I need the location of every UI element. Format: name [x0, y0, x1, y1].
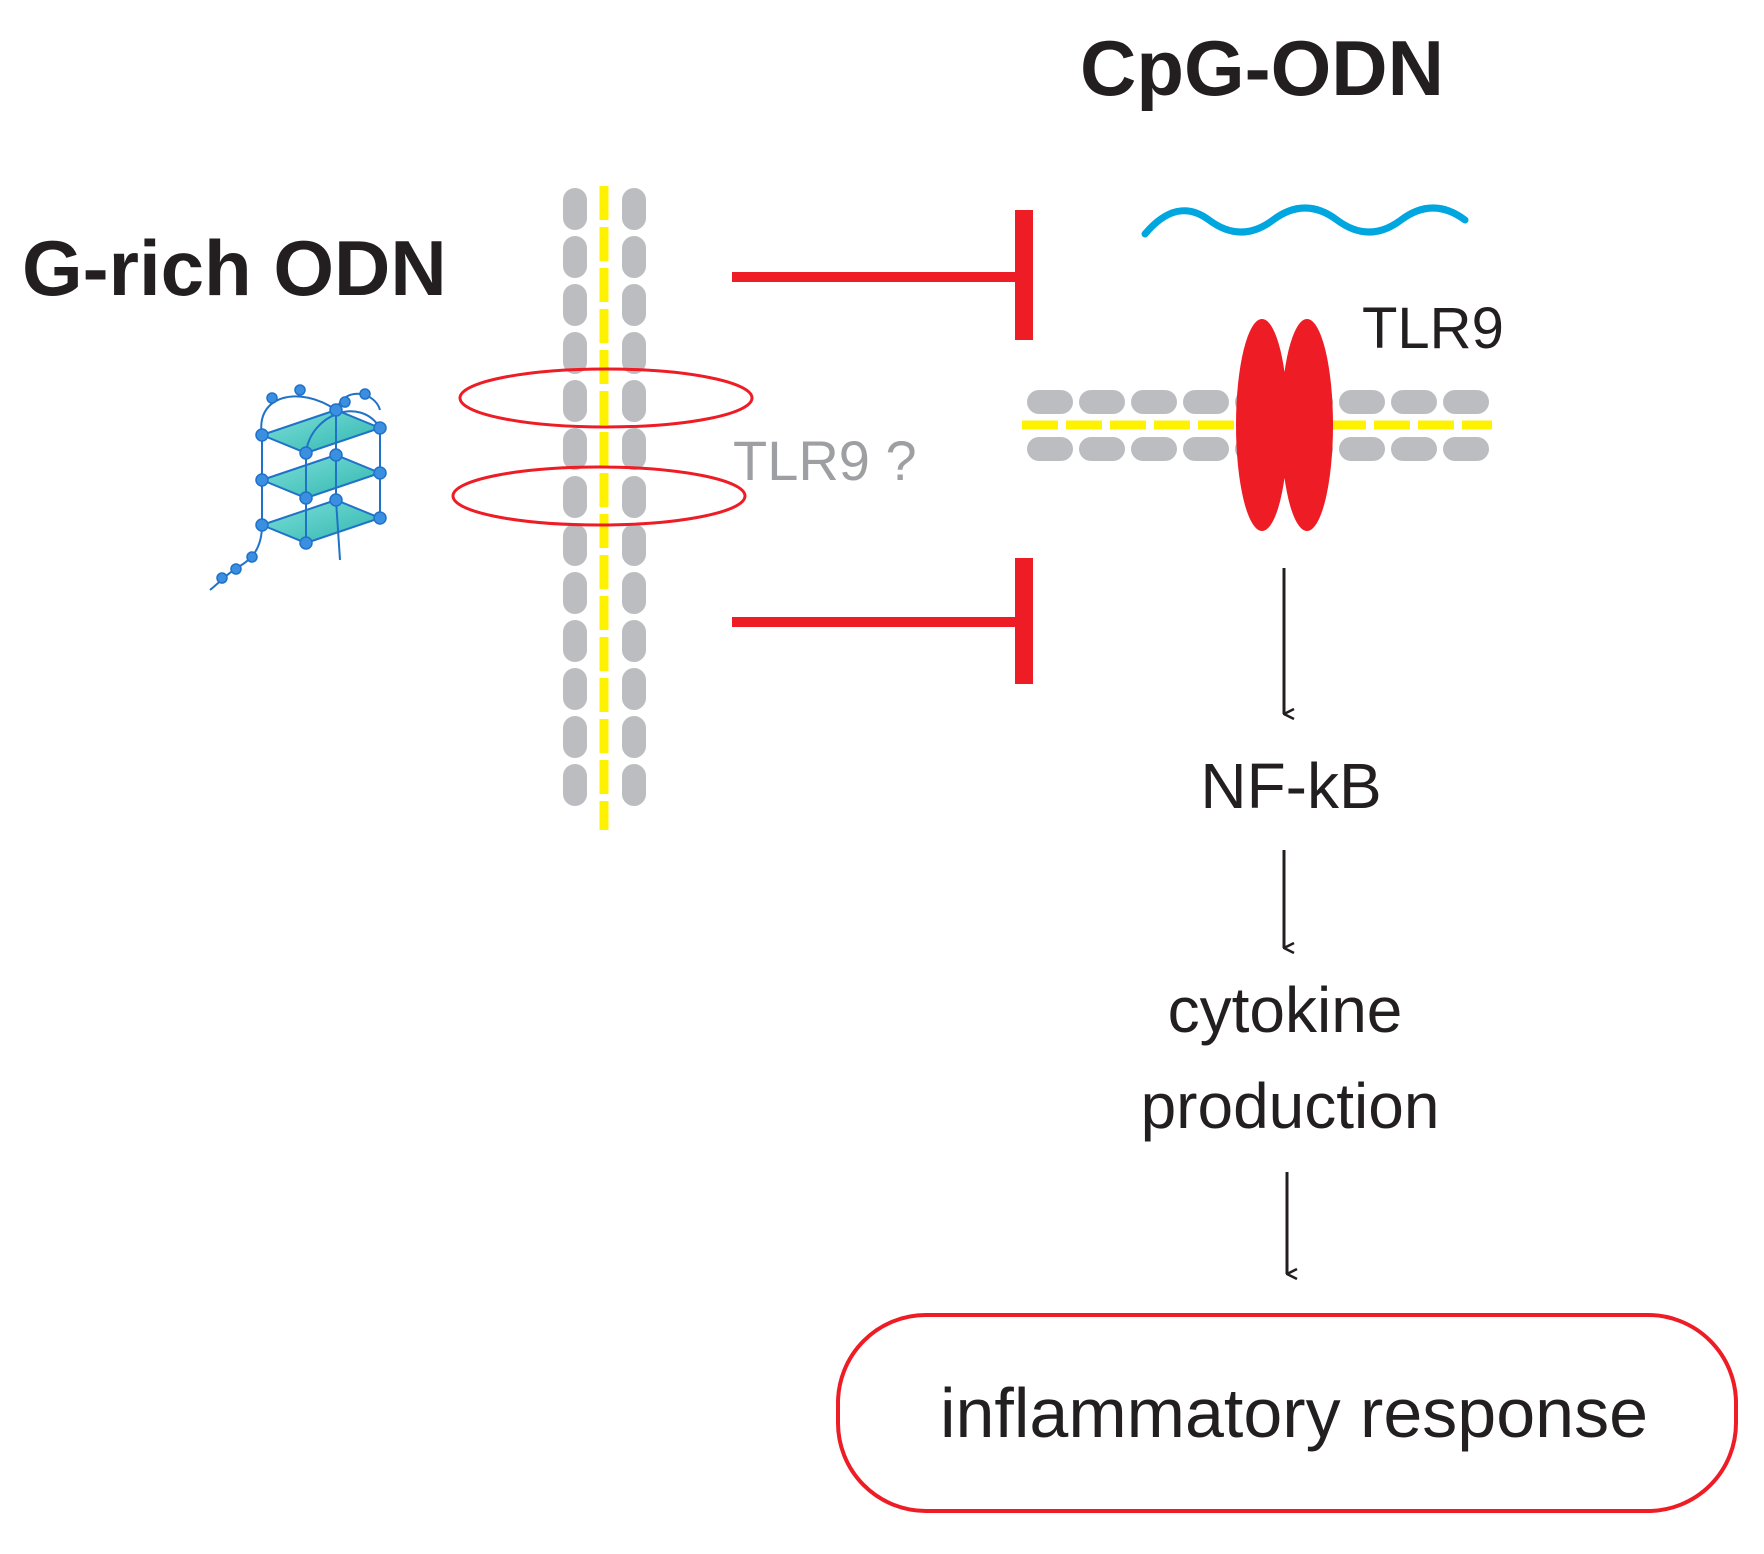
inhibition-line-top: [732, 210, 1033, 340]
vertical-membrane: [563, 186, 646, 830]
tlr9-question-label: TLR9 ?: [733, 429, 917, 492]
nfkb-label: NF-kB: [1200, 750, 1381, 822]
inflammatory-response-label: inflammatory response: [940, 1374, 1648, 1452]
tlr9-label: TLR9: [1362, 296, 1504, 361]
inflammatory-response-box: [836, 1313, 1738, 1513]
tlr9-ring-bottom: [451, 465, 747, 527]
cpg-odn-title: CpG-ODN: [1080, 24, 1444, 112]
horizontal-membrane: [1022, 390, 1492, 461]
inhibition-line-bottom: [732, 558, 1033, 684]
cytokine-label-line1: cytokine: [1168, 974, 1403, 1046]
tlr9-receptor-icon: [1236, 319, 1333, 531]
cytokine-label-line2: production: [1141, 1070, 1440, 1142]
tlr9-ring-top: [458, 367, 754, 429]
g-quadruplex-icon: [209, 384, 387, 591]
g-rich-odn-title: G-rich ODN: [22, 224, 447, 312]
